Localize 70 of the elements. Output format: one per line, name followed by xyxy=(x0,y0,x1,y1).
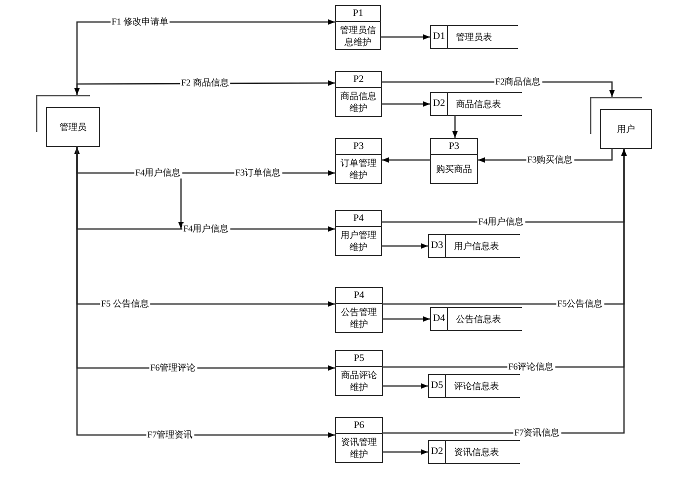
store-id: D2 xyxy=(431,93,448,115)
store-id: D4 xyxy=(431,308,448,330)
arrow xyxy=(383,449,428,455)
flow-label: F4用户信息 xyxy=(134,168,182,178)
edge-label: F5 公告信息 xyxy=(100,298,150,310)
arrow xyxy=(381,34,430,40)
process-id: P1 xyxy=(336,6,380,22)
process-name: 订单管理维护 xyxy=(340,157,378,181)
edge-label: F7资讯信息 xyxy=(513,428,561,438)
edge-label: F7管理资讯 xyxy=(146,430,194,440)
process-id: P5 xyxy=(336,351,382,367)
process-name: 商品信息维护 xyxy=(340,90,378,114)
store-id: D3 xyxy=(429,235,446,257)
store-name: 商品信息表 xyxy=(455,98,501,111)
process-box xyxy=(335,350,383,396)
edge-label: F3购买信息 xyxy=(526,154,574,166)
process-box xyxy=(335,287,383,333)
entity-name: 用户 xyxy=(617,122,635,136)
store-name: 用户信息表 xyxy=(453,240,499,253)
entity-name: 管理员 xyxy=(60,120,86,134)
process-box xyxy=(335,210,382,256)
arrow xyxy=(76,147,335,438)
edge-label: F4用户信息 xyxy=(182,224,230,234)
store-name: 资讯信息表 xyxy=(453,446,499,459)
process-name: 资讯管理维护 xyxy=(340,436,378,460)
edge-label: F2商品信息 xyxy=(494,76,542,88)
process-name: 公告管理维护 xyxy=(340,306,378,330)
process-id: P3 xyxy=(431,139,477,155)
data-store xyxy=(430,307,522,331)
arrow xyxy=(382,157,430,163)
data-store xyxy=(428,374,520,398)
data-store xyxy=(430,92,522,116)
edge-label: F5公告信息 xyxy=(556,298,604,310)
external-entity xyxy=(590,97,652,149)
data-store xyxy=(428,440,520,464)
data-store xyxy=(428,234,520,258)
store-id: D5 xyxy=(429,375,446,397)
edge-label: F6管理评论 xyxy=(149,362,197,374)
process-box xyxy=(335,5,381,50)
store-id: D2 xyxy=(429,441,446,463)
arrow xyxy=(383,383,428,389)
process-id: P4 xyxy=(336,288,382,304)
arrow xyxy=(383,316,430,322)
process-box xyxy=(335,138,382,184)
process-id: P2 xyxy=(336,72,381,88)
data-store xyxy=(430,25,518,49)
edge-label: F6评论信息 xyxy=(507,362,555,372)
process-name: 管理员信息维护 xyxy=(339,24,377,48)
store-name: 评论信息表 xyxy=(453,380,499,393)
store-id: D1 xyxy=(431,26,448,48)
arrow xyxy=(382,101,430,107)
edge-label: F1 修改申请单 xyxy=(110,16,170,28)
edge-label: F4用户信息 xyxy=(477,216,525,228)
process-id: P3 xyxy=(336,139,381,155)
store-name: 管理员表 xyxy=(455,31,492,44)
arrow xyxy=(452,116,458,138)
edge-label: F3订单信息 xyxy=(234,168,282,178)
arrow xyxy=(383,149,627,434)
process-box xyxy=(430,138,478,184)
edge-label: F2 商品信息 xyxy=(180,78,230,88)
process-name: 购买商品 xyxy=(436,163,472,175)
process-id: P6 xyxy=(336,418,382,434)
process-name: 用户管理维护 xyxy=(340,229,378,253)
process-id: P4 xyxy=(336,211,381,227)
arrow xyxy=(382,243,428,249)
process-name: 商品评论维护 xyxy=(340,369,378,393)
store-name: 公告信息表 xyxy=(455,313,501,326)
process-box xyxy=(335,417,383,463)
external-entity xyxy=(36,95,100,147)
process-box xyxy=(335,71,382,117)
